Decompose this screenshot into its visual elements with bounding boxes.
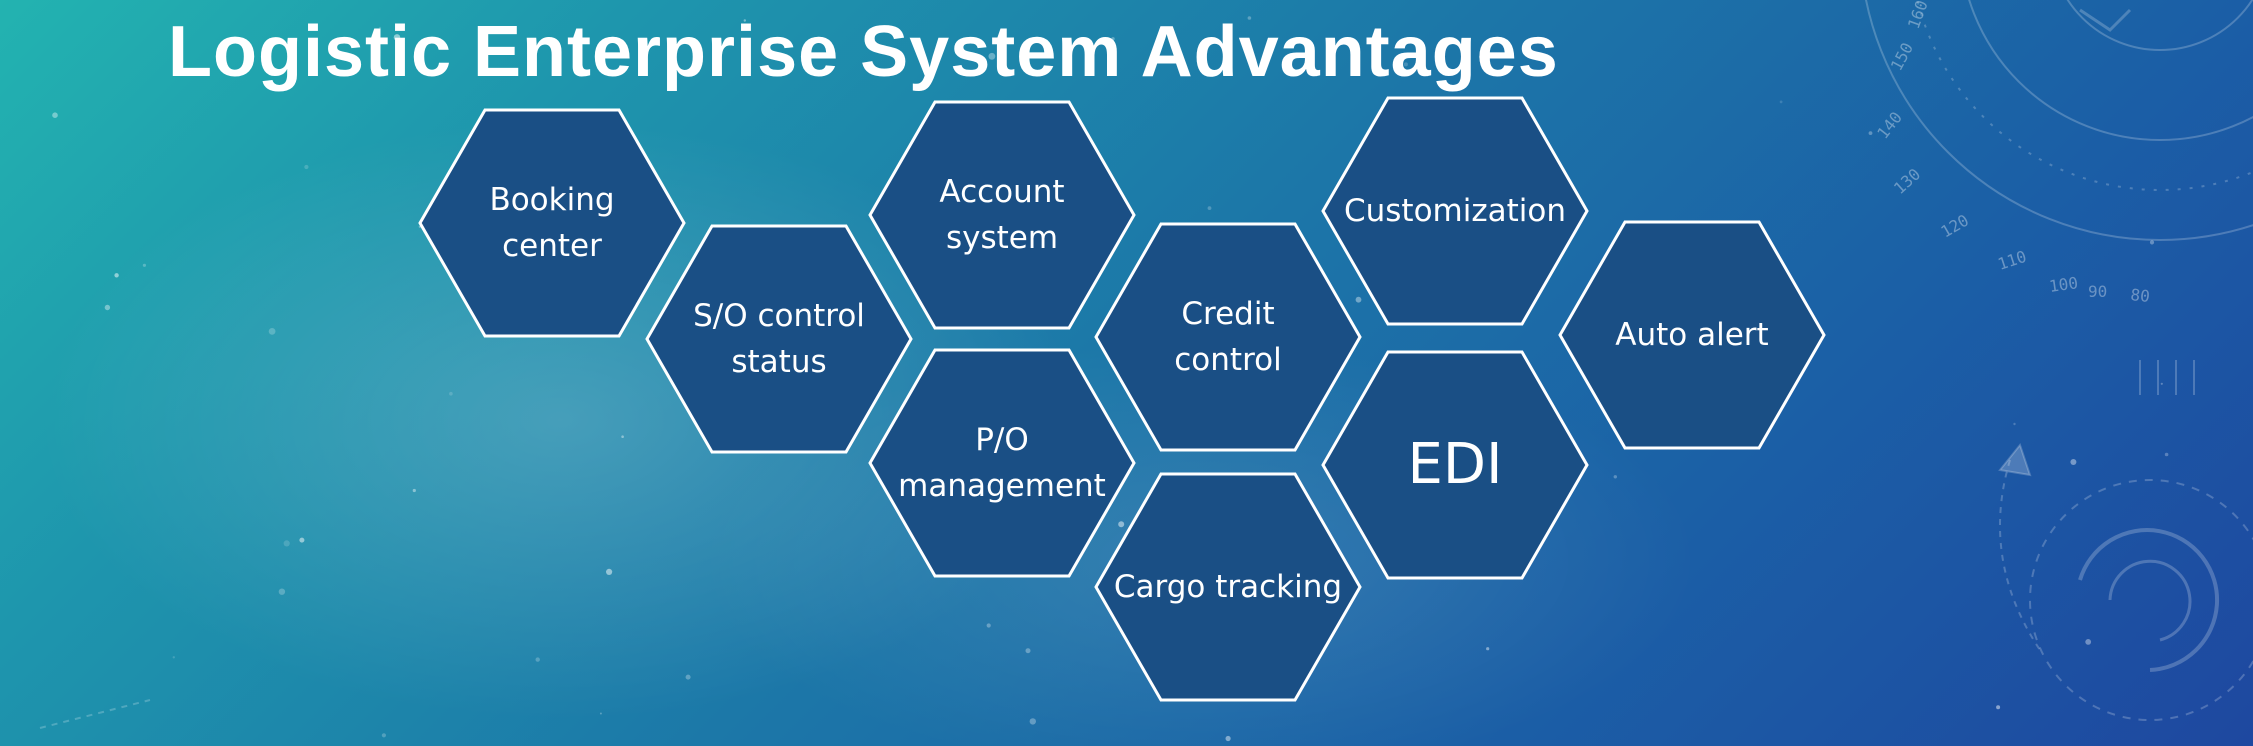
slide-title: Logistic Enterprise System Advantages [168, 12, 1559, 92]
sparkle-dot [412, 488, 416, 493]
sparkle-dot [621, 435, 624, 439]
sparkle-dot [304, 164, 309, 170]
hexagon-cargo-tracking: Cargo tracking [1094, 472, 1362, 702]
dial-number: 130 [1890, 165, 1924, 198]
sparkle-dot [2149, 240, 2155, 245]
sparkle-dot [685, 674, 691, 680]
hexagon-shape [1558, 220, 1826, 450]
sparkle-dot [1403, 62, 1408, 67]
sparkle-dot [104, 304, 111, 311]
sparkle-dot [606, 568, 613, 576]
hexagon-customization: Customization [1321, 96, 1589, 326]
hexagon-shape [645, 224, 913, 454]
hexagon-shape [868, 348, 1136, 578]
sparkle-dot [268, 328, 276, 335]
sparkle-dot [1207, 206, 1212, 211]
sparkle-dot [535, 657, 540, 662]
sparkle-dot [1118, 521, 1125, 528]
sparkle-dot [1613, 475, 1618, 479]
hexagon-shape [1321, 96, 1589, 326]
hexagon-shape [1094, 472, 1362, 702]
hexagon-label: S/O control status [693, 298, 865, 380]
sparkle-dot [1868, 131, 1873, 136]
hexagon-label: EDI [1407, 432, 1503, 497]
hexagon-account-system: Account system [868, 100, 1136, 330]
sparkle-dot [283, 540, 290, 547]
sparkle-dot [2164, 452, 2169, 457]
sparkle-dot [2160, 382, 2163, 385]
sparkle-dot [1225, 735, 1231, 742]
hexagon-shape [868, 100, 1136, 330]
sparkle-dot [1247, 16, 1252, 20]
hexagon-label: Cargo tracking [1113, 569, 1343, 605]
sparkle-dot [2013, 422, 2016, 426]
dial-number: 100 [2048, 273, 2079, 296]
hexagon-edi: EDI [1321, 350, 1589, 580]
hexagon-so-control-status: S/O control status [645, 224, 913, 454]
sparkle-dot [1355, 296, 1362, 303]
sparkle-dot [743, 19, 746, 22]
hexagon-shape [1321, 350, 1589, 580]
sparkle-dot [393, 34, 401, 41]
sparkle-dot [1486, 647, 1490, 651]
sparkle-dot [142, 263, 146, 267]
hexagon-label: Account system [939, 174, 1065, 256]
hexagon-shape [1094, 222, 1362, 452]
sparkle-dot [2070, 459, 2077, 465]
dial-number: 80 [2130, 285, 2151, 306]
hexagon-po-management: P/O management [868, 348, 1136, 578]
sparkle-dot [278, 588, 286, 595]
dial-number: 150 [1887, 39, 1917, 73]
dial-number: 90 [2088, 282, 2107, 301]
sparkle-dot [52, 112, 58, 118]
sparkle-dot [988, 52, 996, 60]
sparkle-dot [172, 656, 175, 659]
hexagon-label: Booking center [489, 182, 615, 264]
hexagon-booking-center: Booking center [418, 108, 686, 338]
dial-number: 110 [1995, 247, 2028, 274]
sparkle-dot [449, 391, 453, 396]
hexagon-label: Customization [1343, 193, 1567, 229]
dial-number: 120 [1938, 211, 1973, 242]
sparkle-dot [2085, 639, 2092, 645]
sparkle-dot [114, 273, 119, 278]
sparkle-dot [1111, 37, 1115, 41]
hexagon-label: P/O management [898, 422, 1106, 504]
dial-number: 160 [1904, 0, 1932, 31]
sparkle-dot [986, 623, 991, 628]
sparkle-dot [378, 26, 382, 30]
sparkle-dot [1029, 718, 1037, 725]
sparkle-dot [599, 712, 602, 715]
sparkle-dot [1996, 705, 2001, 710]
sparkle-dot [1025, 648, 1031, 654]
hexagon-auto-alert: Auto alert [1558, 220, 1826, 450]
dial-number: 140 [1873, 108, 1906, 142]
hexagon-label: Auto alert [1615, 317, 1769, 353]
hexagon-label: Credit control [1174, 296, 1282, 378]
hexagon-credit-control: Credit control [1094, 222, 1362, 452]
sparkle-dot [1479, 54, 1484, 60]
hexagon-shape [418, 108, 686, 338]
sparkle-dot [381, 733, 386, 738]
sparkle-dot [299, 537, 305, 543]
sparkle-dot [1779, 100, 1783, 104]
